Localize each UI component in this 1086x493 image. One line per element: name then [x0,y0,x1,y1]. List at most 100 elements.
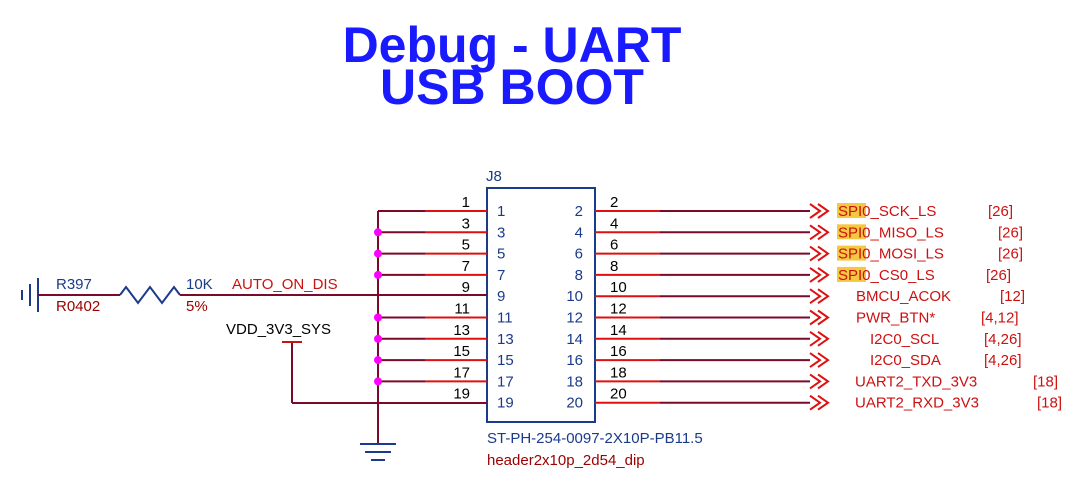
right-net-sheet-ref: [18] [1037,395,1062,412]
offpage-connector-icon [809,352,822,368]
left-pin-number-outer: 11 [454,301,470,318]
offpage-connector-icon [809,224,822,241]
right-pin-number-outer: 18 [610,364,627,381]
offpage-connector-icon [817,288,830,305]
resistor-refdes: R397 [56,276,92,293]
right-net-sheet-ref: [26] [988,203,1013,220]
left-pin-number-inner: 15 [497,352,514,369]
right-pin-number-inner: 6 [575,246,583,263]
left-pin-number-inner: 7 [497,267,505,284]
offpage-connector-icon [817,352,830,368]
resistor-package: R0402 [56,298,100,315]
right-pin-number-inner: 10 [566,288,583,305]
offpage-connector-icon [817,373,830,390]
connector-refdes: J8 [486,168,502,185]
left-pin-number-inner: 13 [497,331,514,348]
offpage-connector-icon [817,245,830,262]
right-net-sheet-ref: [18] [1033,373,1058,390]
junction-dot [374,249,382,258]
net-prefix-highlight [837,203,866,218]
connector-footprint: header2x10p_2d54_dip [487,452,645,469]
right-pin-number-outer: 16 [610,343,627,360]
offpage-connector-icon [809,373,822,390]
right-pin-number-outer: 12 [610,301,627,318]
left-pin-number-outer: 7 [462,258,470,275]
right-net-sheet-ref: [26] [998,224,1023,241]
junction-group [374,228,382,386]
left-pin-number-outer: 13 [453,322,470,339]
offpage-connector-icon [817,330,830,347]
right-net-label: SPI0_MOSI_LS [838,246,944,263]
title-line-1: Debug - UART [343,17,682,73]
ground-symbol [360,443,396,461]
left-pin-number-inner: 1 [497,203,505,220]
offpage-connector-icon [817,394,830,411]
right-pin-number-outer: 2 [610,194,618,211]
junction-dot [374,356,382,365]
left-pin-number-outer: 17 [453,364,470,381]
right-pin-number-inner: 18 [566,373,583,390]
right-pin-number-outer: 10 [610,279,627,296]
vdd-net-label: VDD_3V3_SYS [226,321,331,338]
right-net-label: I2C0_SCL [870,331,939,348]
junction-dot [374,377,382,386]
right-pin-number-outer: 4 [610,215,618,232]
right-net-label: SPI0_MISO_LS [838,224,944,241]
auto-on-dis-label: AUTO_ON_DIS [232,276,338,293]
right-net-label: SPI0_CS0_LS [838,267,935,284]
right-net-label: SPI0_SCK_LS [838,203,936,220]
right-net-sheet-ref: [26] [986,267,1011,284]
offpage-connector-icon [817,224,830,241]
right-net-label: I2C0_SDA [870,352,941,369]
resistor-tolerance: 5% [186,298,208,315]
offpage-connector-icon [809,245,822,262]
offpage-connector-icon [809,267,822,283]
left-pin-number-outer: 19 [453,386,470,403]
junction-dot [374,313,382,322]
title-line-2: USB BOOT [380,59,644,115]
net-prefix-highlight [837,245,866,261]
right-pin-number-inner: 12 [566,310,583,327]
right-pin-number-outer: 8 [610,258,618,275]
net-prefix-highlight [837,266,866,282]
junction-dot [374,270,382,279]
right-net-sheet-ref: [4,26] [984,352,1022,369]
right-net-sheet-ref: [4,26] [984,331,1022,348]
left-pin-number-outer: 5 [462,237,470,254]
junction-dot [374,334,382,343]
right-pin-number-outer: 14 [610,322,627,339]
right-net-label: UART2_RXD_3V3 [855,395,979,412]
right-pin-number-inner: 14 [566,331,583,348]
junction-dot [374,228,382,237]
offpage-connector-icon [817,309,830,326]
left-ground-symbol [21,278,56,312]
left-pin-number-outer: 1 [462,194,470,211]
left-pin-number-outer: 15 [453,343,470,360]
right-pin-number-inner: 16 [566,352,583,369]
right-net-sheet-ref: [26] [998,246,1023,263]
left-pin-number-outer: 3 [462,215,470,232]
left-pin-number-inner: 5 [497,246,505,263]
right-pin-number-outer: 6 [610,237,618,254]
offpage-connector-icon [809,309,822,326]
offpage-connector-icon [809,330,822,347]
resistor-symbol [119,285,181,305]
offpage-connector-icon [817,267,830,283]
left-pin-number-inner: 17 [497,373,514,390]
offpage-connector-icon [809,203,822,219]
left-pin-number-inner: 3 [497,224,505,241]
right-pin-number-outer: 20 [610,386,627,403]
right-pin-number-inner: 8 [575,267,583,284]
right-net-label: UART2_TXD_3V3 [855,373,977,390]
right-pin-group: 22SPI0_SCK_LS[26]44SPI0_MISO_LS[26]66SPI… [566,194,1062,412]
left-pin-number-outer: 9 [462,279,470,296]
net-prefix-highlight [837,224,866,240]
left-pin-number-inner: 11 [497,310,513,327]
offpage-connector-icon [817,203,830,219]
right-net-label: BMCU_ACOK [856,288,951,305]
right-net-label: PWR_BTN* [856,310,935,327]
connector-part-number: ST-PH-254-0097-2X10P-PB11.5 [487,430,703,447]
